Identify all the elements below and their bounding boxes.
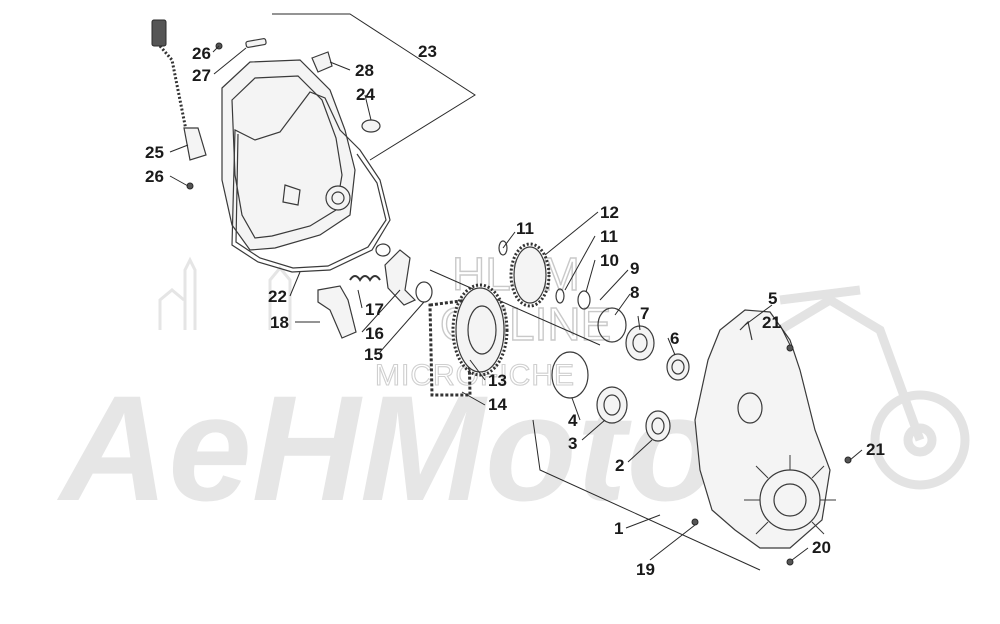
callout-6: 6 [670,329,679,348]
callout-23: 23 [418,42,437,61]
housing-fan-hub [759,469,821,531]
watermark: AeHMoto HLSM ONLINE MICROFICHE [56,247,970,532]
callout-24: 24 [356,85,375,104]
gear-12 [513,246,547,304]
motorcycle-watermark-icon [777,285,970,490]
callout-26-top: 26 [192,44,211,63]
callout-9: 9 [630,259,639,278]
callout-28: 28 [355,61,374,80]
shift-lever-16 [384,249,417,306]
bolt-20 [786,558,794,566]
cover-gasket-inner [235,133,387,269]
cover-boss-hole [331,191,345,205]
callout-5: 5 [768,289,777,308]
callout-13: 13 [488,371,507,390]
callout-1: 1 [614,519,623,538]
callout-3: 3 [568,434,577,453]
callout-2: 2 [615,456,624,475]
seal-24 [361,119,381,133]
bracket-axis-line [429,269,601,346]
sprocket-13 [455,287,505,373]
outer-cover [221,59,356,251]
seal-6 [666,353,690,381]
nut-19 [691,518,699,526]
callout-16: 16 [365,324,384,343]
o-ring-4 [551,351,589,399]
bearing-7-bore [632,333,648,353]
callout-17: 17 [365,300,384,319]
sprocket-13-teeth [451,283,509,377]
callout-21-lower: 21 [866,440,885,459]
seal-2 [645,410,671,442]
washer-9 [577,290,591,310]
chain-guide-18 [317,285,357,339]
inner-housing-assembly [691,309,852,566]
fitting-5 [739,320,753,341]
cover-window [282,184,301,206]
bearing-7 [625,325,655,361]
middle-parts [317,240,690,442]
snap-ring-15 [415,281,433,303]
callout-18: 18 [270,313,289,332]
spring-17 [349,275,381,282]
bearing-3-bore [603,394,621,416]
gear-12-teeth [509,242,551,308]
ring-11-upper [498,240,508,256]
outer-cover-assembly [151,19,391,273]
assembly-brackets [272,13,761,571]
cover-gasket [231,91,391,273]
ring-11-lower [555,288,565,304]
bearing-3 [596,386,628,424]
callout-10: 10 [600,251,619,270]
bolt-21-upper [786,344,794,352]
callout-20: 20 [812,538,831,557]
sprocket-13-hub [467,305,497,355]
cover-boss [325,185,351,211]
drive-chain-14 [428,298,472,397]
lever-washer [375,243,391,257]
o-ring-8 [597,307,627,343]
bolt-21-lower [844,456,852,464]
callout-12: 12 [600,203,619,222]
cable-spring [158,45,188,131]
housing-fan-bore [773,483,807,517]
housing-boss [737,392,763,424]
callout-11-lower: 11 [600,227,618,246]
callout-26-side: 26 [145,167,164,186]
callout-21-upper: 21 [762,313,781,332]
bracket-1 [532,419,761,571]
callout-25: 25 [145,143,164,162]
cable-end-bracket [183,127,207,161]
callout-4: 4 [568,411,578,430]
callout-15: 15 [364,345,383,364]
breather-28 [311,51,333,73]
pin-27 [245,38,267,48]
cable-connector [151,19,167,47]
callout-14: 14 [488,395,507,414]
seal-6-bore [671,359,685,375]
callout-11-upper: 11 [516,219,534,238]
callout-8: 8 [630,283,639,302]
leader-lines [169,45,863,561]
callout-7: 7 [640,304,649,323]
seal-2-bore [651,417,665,435]
housing-fan-fins [744,455,836,535]
bracket-23 [272,13,476,161]
callout-27: 27 [192,66,211,85]
callout-19: 19 [636,560,655,579]
callout-22: 22 [268,287,287,306]
callout-labels: 26 27 28 24 23 25 26 22 18 17 16 15 13 1… [145,42,885,579]
